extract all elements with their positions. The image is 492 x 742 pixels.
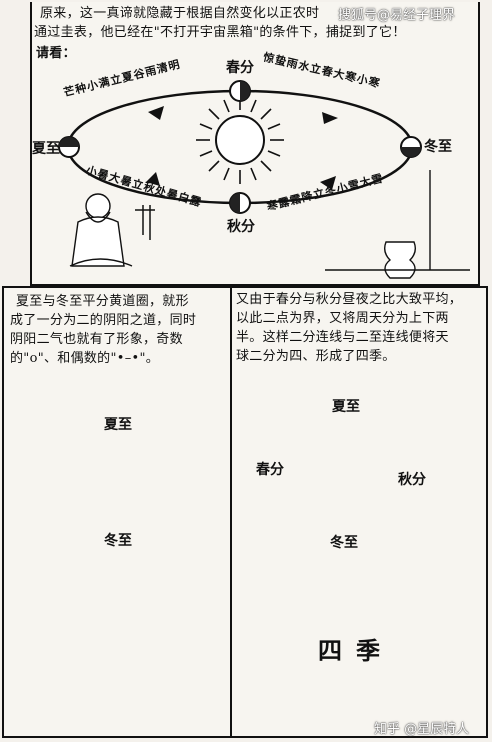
- br-label-winter: 冬至: [330, 535, 358, 551]
- bl-text-line1: 夏至与冬至平分黄道圈，就形: [16, 294, 189, 309]
- bl-label-winter: 冬至: [104, 533, 132, 549]
- bottom-left-panel: [2, 286, 232, 738]
- label-spring-equinox: 春分: [226, 60, 254, 76]
- label-autumn-equinox: 秋分: [227, 219, 255, 235]
- top-text-line1: 原来，这一真谛就隐藏于根据自然变化以正农时: [40, 6, 320, 21]
- label-summer-solstice: 夏至: [32, 141, 60, 157]
- br-label-autumn: 秋分: [398, 472, 426, 488]
- sun-icon: [196, 96, 284, 184]
- earth-autumn-icon: [229, 192, 251, 214]
- bl-text-line3: 阴阳二气也就有了形象，奇数: [10, 332, 183, 347]
- br-label-spring: 春分: [256, 462, 284, 478]
- br-text-line4: 球二分为四、形成了四季。: [236, 349, 396, 364]
- br-text-line3: 半。这样二分连线与二至连线便将天: [236, 330, 449, 345]
- four-seasons-title: 四季: [318, 636, 394, 665]
- bl-text-line4: 的"o"、和偶数的"•–•"。: [10, 351, 160, 366]
- br-label-summer: 夏至: [332, 399, 360, 415]
- bottom-right-panel: [230, 286, 488, 738]
- earth-spring-icon: [229, 80, 251, 102]
- bl-label-summer: 夏至: [104, 417, 132, 433]
- label-winter-solstice: 冬至: [424, 139, 452, 155]
- top-text-line2: 通过圭表，他已经在"不打开宇宙黑箱"的条件下，捕捉到了它！: [34, 25, 406, 40]
- gnomon-icon: [135, 205, 155, 240]
- watermark-top: 搜狐号@易经子理界: [338, 8, 456, 23]
- br-text-line2: 以此二点为界，又将周天分为上下两: [236, 311, 449, 326]
- vase-icon: [325, 170, 470, 279]
- watermark-bottom: 知乎 @星辰特人: [374, 722, 470, 737]
- earth-winter-icon: [400, 136, 422, 158]
- bl-text-line2: 成了一分为二的阴阳之道，同时: [10, 313, 197, 328]
- earth-summer-icon: [58, 136, 80, 158]
- top-text-line3: 请看：: [36, 46, 76, 61]
- sage-figure-top: [69, 193, 133, 267]
- br-text-line1: 又由于春分与秋分昼夜之比大致平均，: [236, 292, 463, 307]
- orbit-arrows: [146, 106, 338, 190]
